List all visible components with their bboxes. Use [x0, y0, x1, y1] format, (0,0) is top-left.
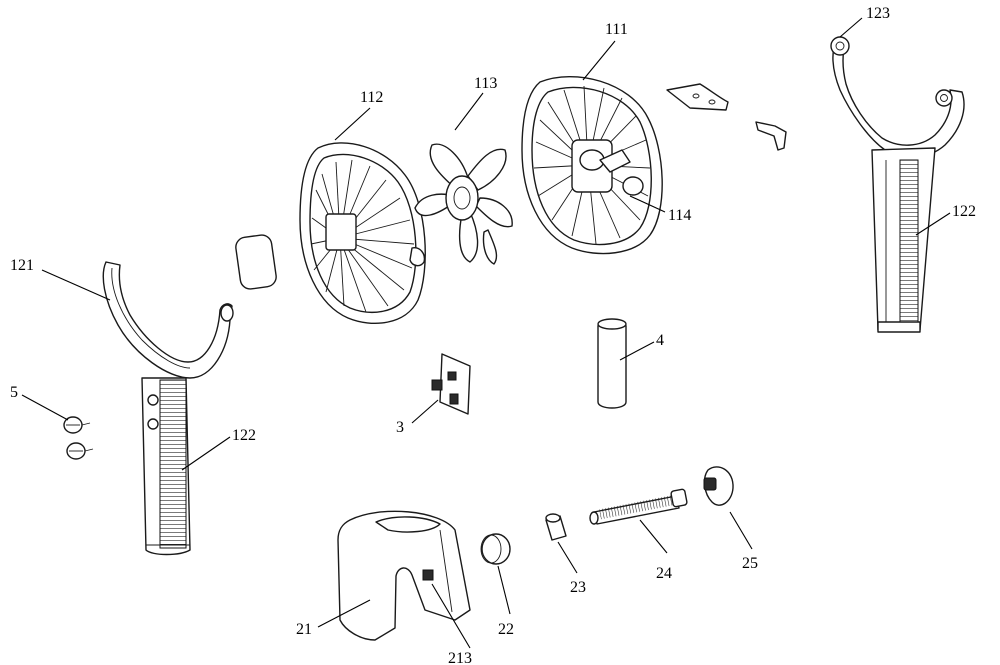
label-112: 112: [360, 89, 383, 106]
battery-part: [597, 318, 627, 409]
label-21: 21: [296, 621, 312, 638]
leader-lines: [21, 17, 951, 649]
label-111: 111: [605, 21, 628, 38]
label-121: 121: [10, 257, 34, 274]
circuit-board-part: [431, 353, 471, 415]
badge-plate-part: [235, 234, 277, 290]
label-24: 24: [656, 565, 672, 582]
clip-parts: [666, 83, 787, 151]
right-handle-part: [830, 36, 965, 333]
nut-part: [545, 513, 567, 541]
label-22: 22: [498, 621, 514, 638]
base-part: [337, 510, 471, 641]
left-handle-part: [102, 261, 234, 556]
label-3: 3: [396, 419, 404, 436]
label-122-left: 122: [232, 427, 256, 444]
label-123: 123: [866, 5, 890, 22]
rear-housing-part: [521, 75, 663, 255]
label-213: 213: [448, 650, 472, 665]
label-23: 23: [570, 579, 586, 596]
knob-part: [703, 466, 734, 506]
label-25: 25: [742, 555, 758, 572]
label-4: 4: [656, 332, 664, 349]
label-122-right: 122: [952, 203, 976, 220]
disc-part: [480, 533, 511, 565]
threaded-rod-part: [589, 488, 688, 525]
label-114: 114: [668, 207, 691, 224]
label-113: 113: [474, 75, 497, 92]
button-caps-part: [63, 416, 94, 460]
front-grille-part: [299, 142, 426, 324]
part-labels: 111 112 113 114 121 122 122 123 3 4 5 21…: [10, 5, 976, 665]
label-5: 5: [10, 384, 18, 401]
fan-blade-part: [414, 143, 513, 265]
